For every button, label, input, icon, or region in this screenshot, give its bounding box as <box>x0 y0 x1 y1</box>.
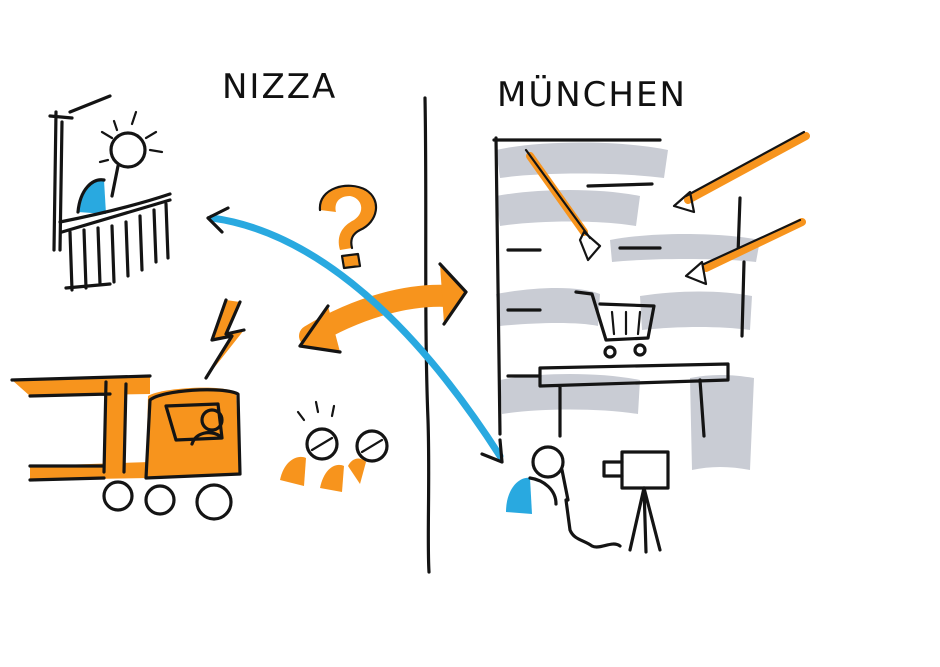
video-camera-icon <box>602 450 670 554</box>
city-label-muenchen: MÜNCHEN <box>497 74 687 115</box>
city-label-nizza: NIZZA <box>222 67 337 107</box>
rocket-icon <box>524 130 810 286</box>
crowd-icon <box>280 400 389 492</box>
shopping-cart-icon <box>574 290 656 359</box>
blue-double-arrow <box>206 206 504 464</box>
forklift-icon <box>10 374 242 521</box>
counter-icon <box>538 362 730 438</box>
lightning-bolt-icon <box>204 298 246 380</box>
orange-double-arrow <box>298 262 468 354</box>
person-on-balcony-icon <box>48 94 172 292</box>
question-mark-icon <box>318 184 377 270</box>
divider-line <box>423 96 431 574</box>
reporter-icon <box>506 445 622 549</box>
